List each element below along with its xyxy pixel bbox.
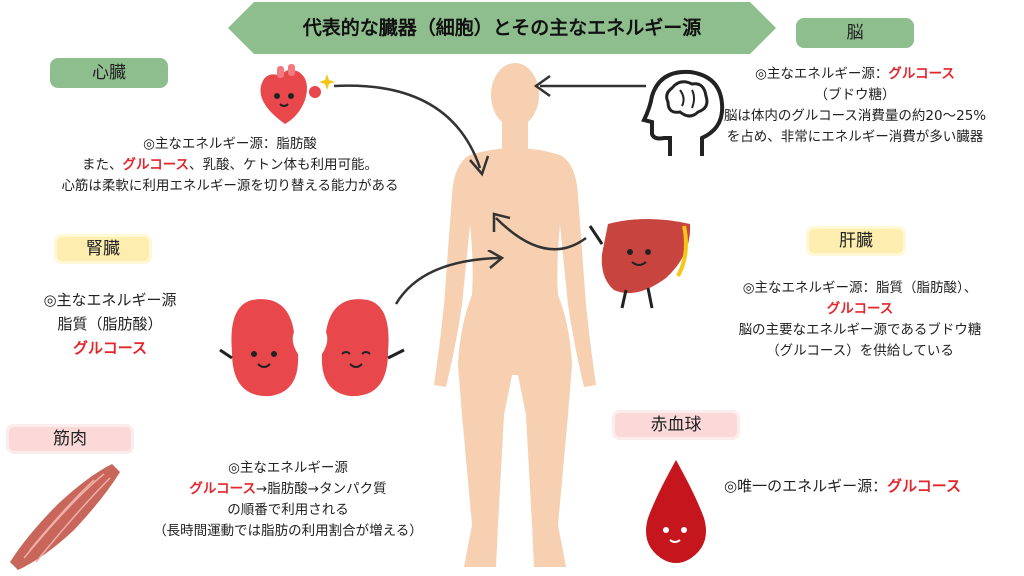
muscle-glucose-highlight: グルコース: [189, 481, 256, 497]
heart-arrow: [333, 84, 490, 177]
liver-line4: （グルコース）を供給している: [766, 343, 954, 359]
rbc-glucose-highlight: グルコース: [887, 477, 962, 495]
brain-line1-pre: ◎主なエネルギー源：: [755, 66, 889, 82]
muscle-label: 筋肉: [6, 424, 134, 454]
kidney-arrow: [394, 250, 505, 305]
brain-line1: ◎主なエネルギー源：グルコース: [700, 64, 1010, 85]
heart-line2-post: 、乳酸、ケトン体も利用可能。: [189, 157, 379, 173]
liver-glucose-highlight: グルコース: [826, 301, 894, 317]
muscle-line2: グルコース→脂肪酸→タンパク質: [118, 479, 458, 500]
kidney-description: ◎主なエネルギー源 脂質（脂肪酸） グルコース: [20, 288, 200, 360]
kidney-line2: 脂質（脂肪酸）: [57, 315, 163, 333]
heart-glucose-highlight: グルコース: [122, 157, 190, 173]
liver-line1: ◎主なエネルギー源：脂質（脂肪酸）、: [742, 280, 978, 296]
brain-arrow: [533, 74, 646, 98]
brain-head-icon: [641, 69, 725, 156]
brain-line4: を占め、非常にエネルギー消費が多い臓器: [726, 129, 984, 145]
heart-label: 心臓: [50, 58, 168, 88]
brain-line3: 脳は体内のグルコース消費量の約20〜25%: [723, 108, 987, 124]
title-banner: [228, 2, 776, 54]
blood-drop-illustration: [646, 460, 706, 563]
heart-line3: 心筋は柔軟に利用エネルギー源を切り替える能力がある: [61, 178, 399, 194]
page-title: 代表的な臓器（細胞）とその主なエネルギー源: [302, 17, 702, 39]
heart-description: ◎主なエネルギー源：脂肪酸 また、グルコース、乳酸、ケトン体も利用可能。 心筋は…: [20, 134, 440, 197]
muscle-description: ◎主なエネルギー源 グルコース→脂肪酸→タンパク質 の順番で利用される （長時間…: [118, 458, 458, 542]
brain-label: 脳: [796, 18, 914, 48]
muscle-line2-post: →脂肪酸→タンパク質: [255, 481, 387, 497]
muscle-illustration: [10, 464, 120, 570]
heart-line1: ◎主なエネルギー源：脂肪酸: [143, 136, 317, 152]
brain-line2: （ブドウ糖）: [814, 87, 896, 103]
liver-arrow: [492, 212, 587, 251]
rbc-description: ◎唯一のエネルギー源：グルコース: [724, 476, 961, 497]
liver-description: ◎主なエネルギー源：脂質（脂肪酸）、 グルコース 脳の主要なエネルギー源であるブ…: [704, 278, 1016, 362]
kidney-label: 腎臓: [54, 234, 152, 264]
kidney-illustration: [219, 299, 405, 397]
muscle-line4: （長時間運動では脂肪の利用割合が増える）: [153, 523, 423, 539]
liver-illustration: [588, 219, 691, 309]
liver-label: 肝臓: [806, 226, 906, 256]
muscle-line3: の順番で利用される: [227, 502, 349, 518]
rbc-label: 赤血球: [612, 410, 740, 440]
brain-description: ◎主なエネルギー源：グルコース （ブドウ糖） 脳は体内のグルコース消費量の約20…: [700, 64, 1010, 148]
heart-illustration: [260, 64, 335, 124]
heart-line2-pre: また、: [81, 157, 123, 173]
kidney-glucose-highlight: グルコース: [73, 339, 147, 357]
kidney-line1: ◎主なエネルギー源: [43, 291, 177, 309]
rbc-line1-pre: ◎唯一のエネルギー源：: [724, 477, 888, 495]
liver-line3: 脳の主要なエネルギー源であるブドウ糖: [738, 322, 982, 338]
muscle-line1: ◎主なエネルギー源: [228, 460, 348, 476]
heart-line2: また、グルコース、乳酸、ケトン体も利用可能。: [20, 155, 440, 176]
brain-glucose-highlight: グルコース: [888, 66, 955, 82]
human-body-silhouette: [434, 63, 596, 567]
